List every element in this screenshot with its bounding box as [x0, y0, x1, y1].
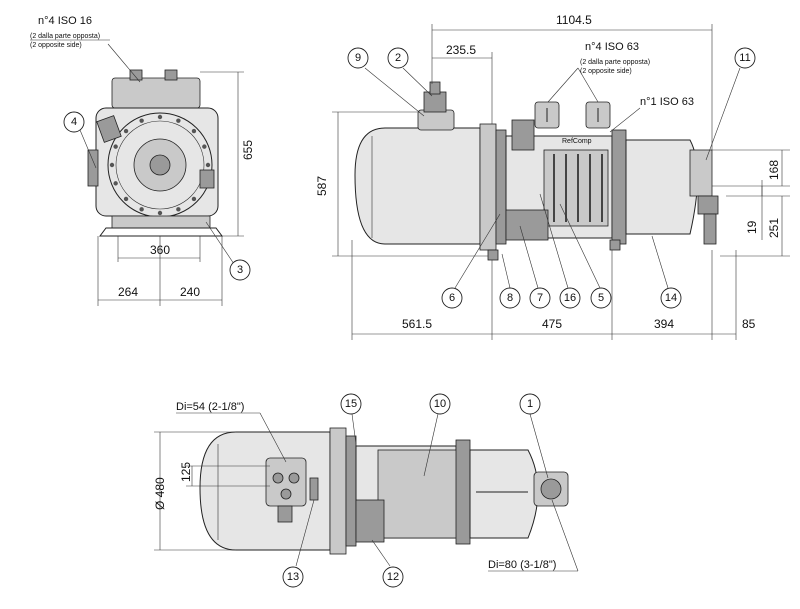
- dim-125: 125: [179, 462, 193, 482]
- svg-text:8: 8: [507, 292, 513, 304]
- callout-1: 1: [519, 393, 541, 415]
- flange-bolt: [205, 162, 211, 168]
- top-view: Ø 480 125 Di=54 (2-1/8") Di=80 (3-1/8") …: [153, 393, 579, 588]
- callout-14: 14: [660, 287, 682, 309]
- note-di54: Di=54 (2-1/8"): [176, 401, 244, 413]
- dim-235: 235.5: [446, 43, 476, 57]
- svg-text:14: 14: [665, 292, 677, 304]
- svg-text:10: 10: [434, 398, 446, 410]
- dim-480: Ø 480: [153, 477, 167, 510]
- callout-9: 9: [347, 47, 369, 69]
- callout-4: 4: [63, 111, 85, 133]
- flange-bolt: [191, 128, 197, 134]
- note-di80: Di=80 (3-1/8"): [488, 559, 556, 571]
- svg-text:11: 11: [739, 52, 750, 64]
- flange-bolt: [191, 196, 197, 202]
- flange-bolt: [139, 118, 144, 123]
- flange-bolt: [123, 196, 129, 202]
- svg-text:9: 9: [355, 52, 361, 64]
- dim-475: 475: [542, 317, 562, 331]
- note-iso63a: n°4 ISO 63: [585, 41, 639, 53]
- svg-text:3: 3: [237, 264, 243, 276]
- dim-19: 19: [745, 220, 759, 234]
- dim-264: 264: [118, 285, 138, 299]
- callout-6: 6: [441, 287, 463, 309]
- flange-bolt: [113, 181, 118, 186]
- note-iso63a-sub1: (2 dalla parte opposta): [580, 59, 650, 66]
- flange-bolt: [109, 162, 115, 168]
- svg-text:2: 2: [395, 52, 401, 64]
- svg-text:12: 12: [387, 571, 399, 583]
- flange-bolt: [157, 210, 163, 216]
- callout-2: 2: [387, 47, 409, 69]
- svg-text:13: 13: [287, 571, 299, 583]
- svg-text:15: 15: [345, 398, 357, 410]
- callout-5: 5: [590, 287, 612, 309]
- front-view: 360 264 240 655 n°4 ISO 16 (2 dalla part…: [30, 15, 255, 306]
- dim-587: 587: [315, 176, 329, 196]
- svg-text:4: 4: [71, 116, 77, 128]
- dim-655: 655: [241, 140, 255, 160]
- note-iso16-sub1: (2 dalla parte opposta): [30, 33, 100, 40]
- callout-3: 3: [229, 259, 251, 281]
- note-iso16: n°4 ISO 16: [38, 15, 92, 27]
- flange-bolt: [202, 144, 207, 149]
- dim-394: 394: [654, 317, 674, 331]
- svg-text:7: 7: [537, 292, 543, 304]
- dim-251: 251: [767, 218, 781, 238]
- svg-text:5: 5: [598, 292, 604, 304]
- dim-85: 85: [742, 317, 756, 331]
- svg-text:1: 1: [527, 398, 533, 410]
- dim-1104: 1104.5: [556, 13, 592, 27]
- flange-bolt: [139, 207, 144, 212]
- dim-168: 168: [767, 160, 781, 180]
- brand-label: RefComp: [562, 138, 592, 145]
- svg-text:16: 16: [564, 292, 576, 304]
- flange-bolt: [157, 114, 163, 120]
- dim-240: 240: [180, 285, 200, 299]
- flange-bolt: [123, 128, 129, 134]
- callout-16: 16: [559, 287, 581, 309]
- note-iso63b: n°1 ISO 63: [640, 96, 694, 108]
- callout-15: 15: [340, 393, 362, 415]
- callout-11: 11: [734, 47, 756, 69]
- callout-8: 8: [499, 287, 521, 309]
- flange-bolt: [176, 207, 181, 212]
- dim-561: 561.5: [402, 317, 432, 331]
- cooling-fins: [553, 154, 603, 222]
- note-iso63a-sub2: (2 opposite side): [580, 68, 632, 75]
- callout-7: 7: [529, 287, 551, 309]
- flange-bolt: [113, 144, 118, 149]
- callout-13: 13: [282, 566, 304, 588]
- note-iso16-sub2: (2 opposite side): [30, 42, 82, 49]
- side-view: RefComp 1104.5 235.5 587 168 19 251: [315, 13, 790, 340]
- flange-bolt: [176, 118, 181, 123]
- callout-10: 10: [429, 393, 451, 415]
- svg-text:6: 6: [449, 292, 455, 304]
- callout-12: 12: [382, 566, 404, 588]
